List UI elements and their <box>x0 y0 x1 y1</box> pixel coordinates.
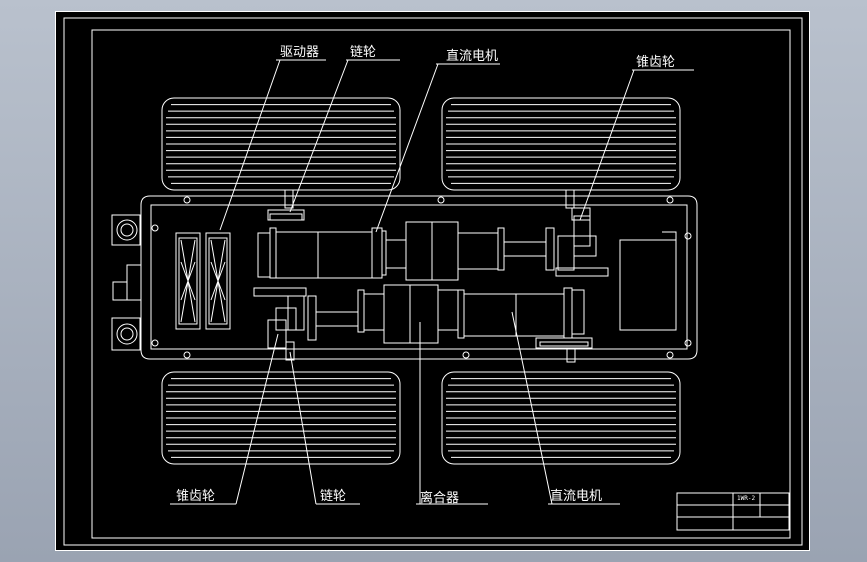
title-block-drawing-no: 1WR-2 <box>737 495 756 502</box>
label-bevel-gear-top: 锥齿轮 <box>636 55 676 70</box>
label-dc-motor-top: 直流电机 <box>446 49 499 64</box>
label-sprocket-top: 链轮 <box>350 45 377 60</box>
label-clutch: 离合器 <box>420 491 460 506</box>
outer-frame <box>63 17 803 546</box>
assembly-drawing <box>63 17 803 546</box>
upper-sprocket <box>267 189 305 221</box>
inner-frame <box>91 29 791 539</box>
label-dc-motor-bottom: 直流电机 <box>550 489 603 504</box>
label-bevel-gear-bottom: 锥齿轮 <box>176 489 216 504</box>
track-bottom-right <box>441 371 681 465</box>
upper-clutch <box>385 221 547 281</box>
label-sprocket-bottom: 链轮 <box>320 489 347 504</box>
label-driver: 驱动器 <box>280 45 320 60</box>
lower-dc-motor <box>457 287 585 339</box>
tracks <box>161 97 681 465</box>
drawing-sheet: 驱动器 链轮 直流电机 锥齿轮 锥齿轮 链轮 离合器 直流电机 1WR-2 <box>55 11 810 551</box>
track-top-right <box>441 97 681 191</box>
track-bottom-left <box>161 371 401 465</box>
track-top-left <box>161 97 401 191</box>
title-block <box>676 492 790 531</box>
upper-bevel-gear <box>545 189 609 277</box>
lower-sprocket <box>535 337 593 363</box>
driver-right <box>205 232 231 330</box>
lower-clutch <box>315 284 459 344</box>
upper-dc-motor <box>257 227 387 279</box>
driver-left <box>175 232 201 330</box>
leader-lines <box>170 59 694 505</box>
chassis-housing <box>111 195 698 360</box>
